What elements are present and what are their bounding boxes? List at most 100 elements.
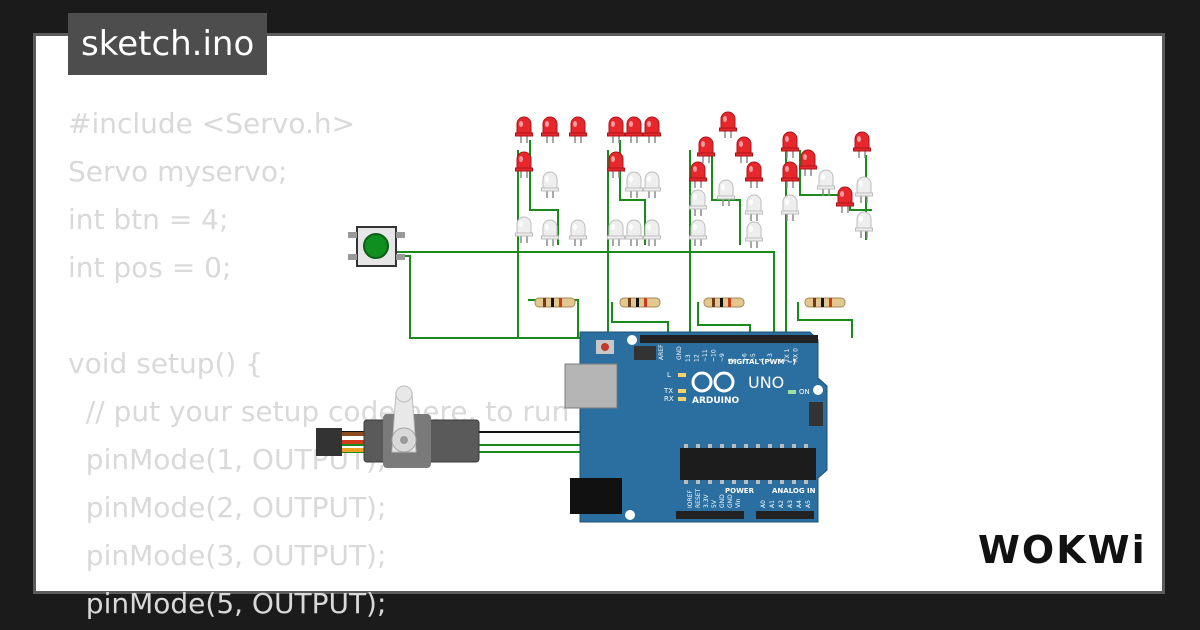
pin-label: A1 bbox=[769, 500, 776, 508]
led-unlit bbox=[607, 219, 625, 246]
led-unlit bbox=[817, 169, 835, 196]
wire-button-right bbox=[392, 251, 775, 338]
board-brand: ARDUINO bbox=[692, 396, 740, 406]
led-unlit bbox=[625, 219, 643, 246]
resistor-1 bbox=[534, 297, 576, 308]
led-unlit bbox=[745, 221, 763, 248]
led-unlit bbox=[515, 216, 533, 243]
pin-label: RX 0 bbox=[793, 348, 800, 362]
pin-label: ~11 bbox=[702, 349, 709, 362]
analog-label: ANALOG IN bbox=[772, 487, 816, 495]
led-lit bbox=[853, 131, 871, 158]
rx-label: RX bbox=[664, 395, 674, 403]
code-line: #include <Servo.h> bbox=[68, 107, 356, 140]
resistor-2 bbox=[619, 297, 661, 308]
infinity-logo bbox=[691, 371, 735, 393]
led-lit bbox=[735, 136, 753, 163]
led-lit bbox=[697, 136, 715, 163]
code-background: #include <Servo.h> Servo myservo; int btn … bbox=[68, 100, 655, 628]
aref-label: AREF bbox=[658, 344, 665, 360]
led-unlit bbox=[855, 176, 873, 203]
resistor-3 bbox=[703, 297, 745, 308]
pin-label: GND bbox=[727, 494, 734, 508]
gnd-label: GND bbox=[676, 346, 683, 360]
led-unlit bbox=[643, 171, 661, 198]
led-lit bbox=[689, 161, 707, 188]
on-label: ON bbox=[799, 388, 810, 396]
pin-label: ~3 bbox=[767, 353, 774, 362]
wire-resistor-2 bbox=[611, 302, 669, 338]
digital-label: DIGITAL (PWM ~) bbox=[728, 358, 796, 366]
code-line: int btn = 4; bbox=[68, 203, 229, 236]
pin-label: GND bbox=[719, 494, 726, 508]
board-model: UNO bbox=[748, 373, 784, 392]
led-lit bbox=[625, 116, 643, 143]
pin-label: 12 bbox=[694, 354, 701, 362]
led-grid bbox=[515, 111, 873, 248]
tx-label: TX bbox=[663, 387, 673, 395]
push-button[interactable] bbox=[348, 226, 405, 267]
pin-label: ~6 bbox=[742, 353, 749, 362]
pin-label: 7 bbox=[733, 358, 740, 362]
pin-label: A0 bbox=[760, 500, 767, 508]
pin-label: ~10 bbox=[711, 349, 718, 362]
analog-header bbox=[756, 511, 814, 519]
led-unlit bbox=[855, 211, 873, 238]
code-line: Servo myservo; bbox=[68, 155, 288, 188]
led-lit bbox=[607, 151, 625, 178]
led-unlit bbox=[625, 171, 643, 198]
led-lit bbox=[781, 131, 799, 158]
wokwi-logo: WOKWi bbox=[978, 528, 1147, 572]
pin-label: A4 bbox=[796, 500, 803, 508]
pin-label: A5 bbox=[805, 500, 812, 508]
led-lit bbox=[719, 111, 737, 138]
led-lit bbox=[569, 116, 587, 143]
icsp-header bbox=[634, 346, 656, 360]
resistors bbox=[534, 297, 846, 308]
led-lit bbox=[515, 151, 533, 178]
pin-label: A2 bbox=[778, 500, 785, 508]
code-line: void setup() { bbox=[68, 347, 264, 380]
pin-label: RESET bbox=[695, 488, 702, 508]
pin-label: 2 bbox=[776, 358, 783, 362]
pin-label: Vin bbox=[735, 498, 742, 508]
led-lit bbox=[607, 116, 625, 143]
pin-label: 4 bbox=[759, 358, 766, 362]
usb-port bbox=[564, 363, 618, 409]
led-unlit bbox=[541, 171, 559, 198]
pin-label: ~9 bbox=[719, 353, 726, 362]
pin-label: ~5 bbox=[750, 353, 757, 362]
resistor-4 bbox=[804, 297, 846, 308]
wire-led-c bbox=[711, 150, 741, 245]
led-unlit bbox=[717, 179, 735, 206]
led-unlit bbox=[689, 189, 707, 216]
wire-resistor-4 bbox=[797, 302, 853, 338]
code-line: pinMode(5, OUTPUT); bbox=[68, 587, 387, 620]
pin-label: A3 bbox=[787, 500, 794, 508]
wire-led-a bbox=[529, 140, 559, 245]
arduino-uno-board[interactable]: UNO ARDUINO DIGITAL (PWM ~) L TX RX ON P… bbox=[564, 331, 828, 523]
code-line: int pos = 0; bbox=[68, 251, 232, 284]
pin-label: 3.3V bbox=[703, 493, 710, 508]
digital-header bbox=[640, 335, 818, 343]
led-unlit bbox=[689, 219, 707, 246]
led-unlit bbox=[541, 219, 559, 246]
pin-label: 5V bbox=[711, 499, 718, 508]
pin-label: TX 1 bbox=[784, 348, 791, 363]
led-lit bbox=[541, 116, 559, 143]
led-unlit bbox=[781, 194, 799, 221]
pin-label: 8 bbox=[728, 358, 735, 362]
wire-button-left bbox=[355, 255, 580, 339]
power-header bbox=[676, 511, 744, 519]
led-lit bbox=[515, 116, 533, 143]
microcontroller-chip bbox=[680, 448, 816, 480]
led-lit bbox=[781, 161, 799, 188]
filename-tab[interactable]: sketch.ino bbox=[68, 13, 268, 75]
led-lit bbox=[745, 161, 763, 188]
led-lit bbox=[836, 186, 854, 213]
servo-motor[interactable] bbox=[316, 385, 480, 468]
